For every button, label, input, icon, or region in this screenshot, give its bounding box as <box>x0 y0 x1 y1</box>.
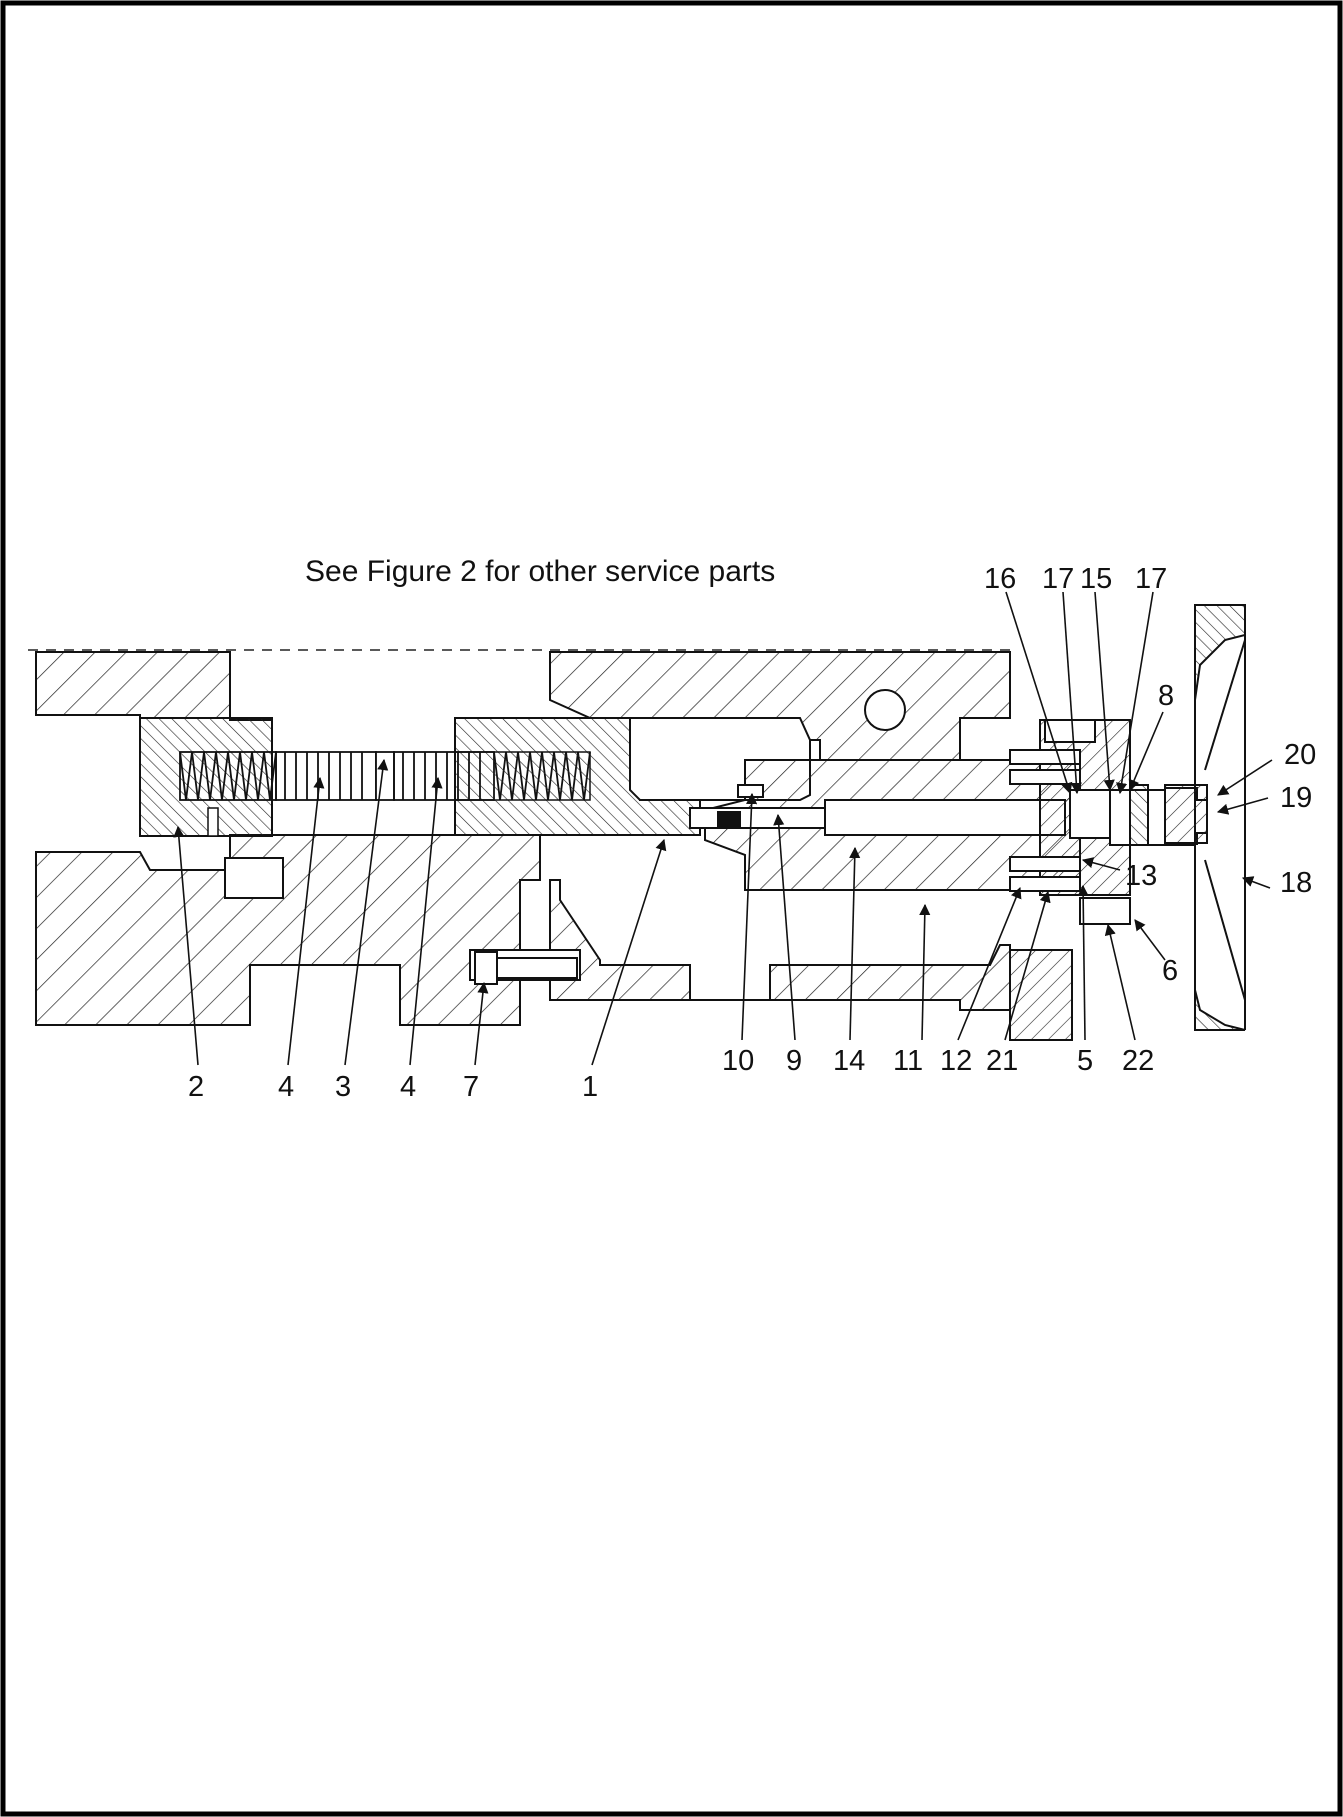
callout-3: 3 <box>335 1071 351 1103</box>
bolt-part-7 <box>474 951 578 985</box>
callout-11: 11 <box>893 1045 923 1077</box>
callout-18: 18 <box>1280 867 1312 899</box>
callout-21: 21 <box>986 1045 1018 1077</box>
callout-7: 7 <box>463 1071 479 1103</box>
callout-4a: 4 <box>278 1071 294 1103</box>
callout-1: 1 <box>582 1071 598 1103</box>
callout-15: 15 <box>1080 563 1112 595</box>
handwheel-part-18 <box>1164 604 1246 1031</box>
callout-leaders <box>173 591 1273 1066</box>
plunger-bore <box>629 717 1081 891</box>
callout-9: 9 <box>786 1045 802 1077</box>
callout-8: 8 <box>1158 680 1174 712</box>
callout-20: 20 <box>1284 739 1316 771</box>
callout-17a: 17 <box>1042 563 1074 595</box>
callout-22: 22 <box>1122 1045 1154 1077</box>
bushing-part-2 <box>139 717 273 837</box>
callout-14: 14 <box>833 1045 865 1077</box>
callout-2: 2 <box>188 1071 204 1103</box>
callout-6: 6 <box>1162 955 1178 987</box>
callout-13: 13 <box>1125 860 1157 892</box>
housing-body <box>35 651 1073 1041</box>
callout-10: 10 <box>722 1045 754 1077</box>
callout-12: 12 <box>940 1045 972 1077</box>
callout-5: 5 <box>1077 1045 1093 1077</box>
callout-16: 16 <box>984 563 1016 595</box>
figure-reference-note: See Figure 2 for other service parts <box>305 555 776 588</box>
callout-4b: 4 <box>400 1071 416 1103</box>
callout-17b: 17 <box>1135 563 1167 595</box>
callout-19: 19 <box>1280 782 1312 814</box>
